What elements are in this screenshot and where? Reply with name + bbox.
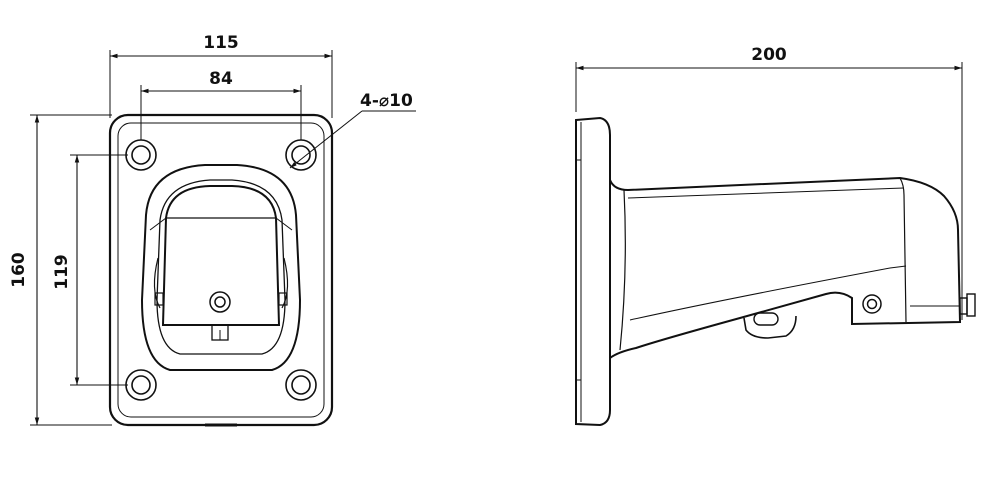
arm-collar-outer bbox=[140, 164, 302, 371]
bracket-arm bbox=[609, 176, 962, 359]
mounting-hole-bottom-right bbox=[285, 369, 317, 401]
height-dimension: 160 bbox=[9, 114, 112, 426]
side-screw bbox=[862, 294, 882, 314]
center-screw bbox=[209, 291, 231, 313]
height-dimension-label: 160 bbox=[9, 252, 29, 288]
hole-spacing-dimension: 84 bbox=[140, 69, 302, 140]
length-dimension: 200 bbox=[575, 45, 963, 320]
length-dimension-label: 200 bbox=[751, 45, 787, 65]
side-view: 200 bbox=[575, 45, 976, 427]
front-view: 115 84 4-⌀10 160 119 bbox=[9, 33, 416, 427]
width-dimension-label: 115 bbox=[203, 33, 239, 53]
arm-end-face bbox=[161, 185, 281, 326]
arm-collar-inner bbox=[156, 179, 286, 355]
hole-spacing-label: 84 bbox=[209, 69, 233, 89]
mounting-hole-bottom-left bbox=[125, 369, 157, 401]
width-dimension: 115 bbox=[109, 33, 333, 118]
wall-plate bbox=[575, 116, 611, 427]
mounting-hole-top-left bbox=[125, 139, 157, 171]
mounting-hole-top-right bbox=[285, 139, 317, 171]
hole-callout: 4-⌀10 bbox=[289, 91, 416, 169]
end-set-screw bbox=[959, 293, 976, 317]
vertical-hole-spacing-label: 119 bbox=[52, 254, 72, 290]
hole-callout-label: 4-⌀10 bbox=[360, 91, 413, 111]
mounting-plate-inner-edge bbox=[117, 122, 325, 418]
vertical-hole-spacing-dimension: 119 bbox=[52, 154, 128, 386]
locking-lug bbox=[743, 315, 797, 339]
